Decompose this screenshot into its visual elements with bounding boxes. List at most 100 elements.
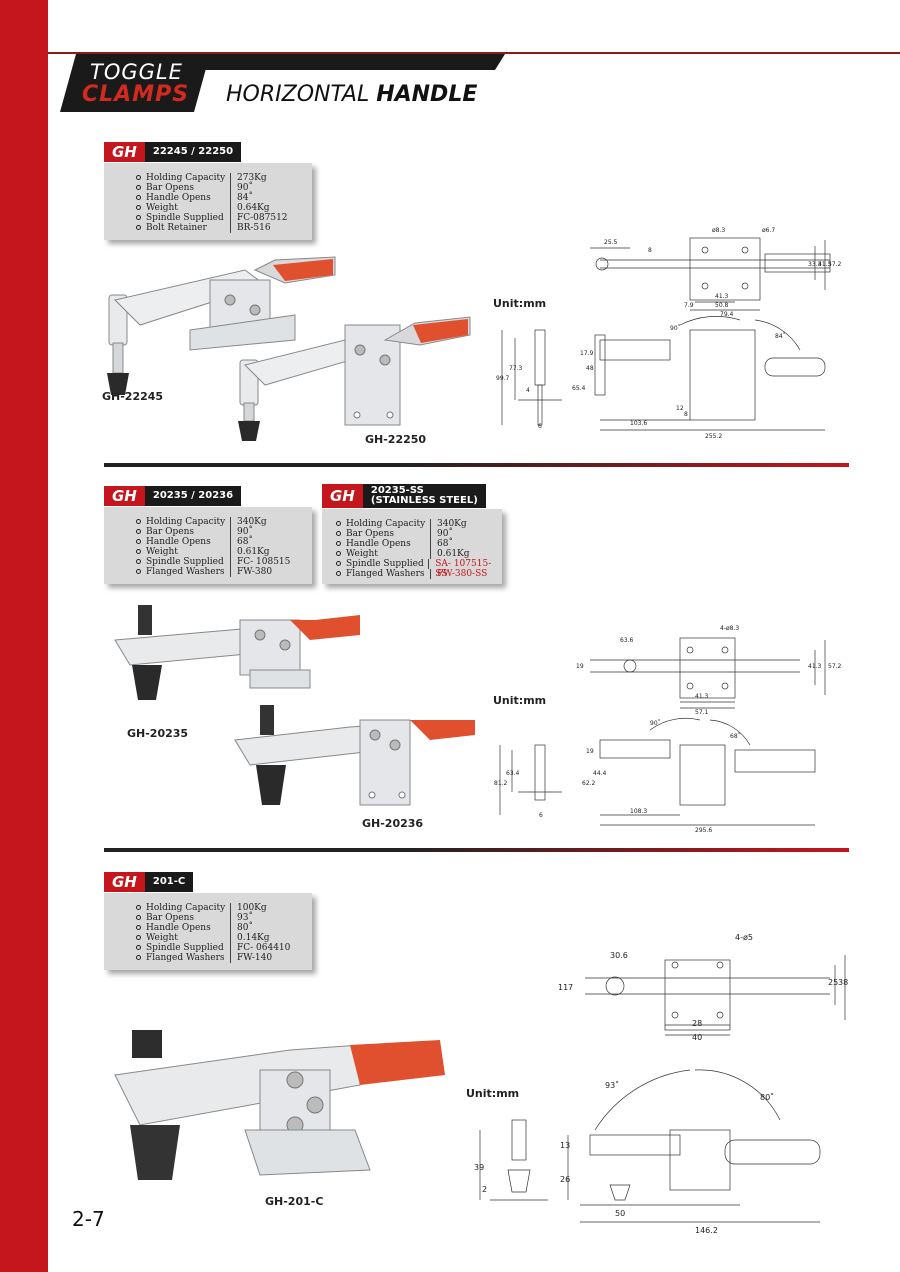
dimension-label: 6: [538, 423, 542, 430]
gh-badge: GH: [104, 872, 145, 892]
dimension-label: 57.1: [695, 709, 709, 716]
spec-value: FW-380: [230, 567, 272, 577]
dimension-label: 33.3: [808, 261, 822, 268]
spec-label: Handle Opens: [334, 539, 430, 549]
dimension-label: 8: [684, 411, 688, 418]
product-photo: [114, 605, 475, 806]
dimension-label: 4-ø5: [735, 933, 753, 942]
dimension-label: 8: [648, 247, 652, 254]
spec-label: Holding Capacity: [134, 517, 230, 527]
spec-value: FC- 064410: [230, 943, 290, 953]
dimension-label: 2: [482, 1185, 487, 1194]
spec-value: 273Kg: [230, 173, 267, 183]
spec-value: 90˚: [230, 183, 253, 193]
spec-value: 90˚: [430, 529, 453, 539]
spec-value: FC- 108515: [230, 557, 290, 567]
spec-value: FW-140: [230, 953, 272, 963]
dimension-label: 44.4: [593, 770, 607, 777]
spec-label: Flanged Washers: [134, 953, 230, 963]
spec-value: 68˚: [230, 537, 253, 547]
dimension-label: 84˚: [775, 333, 786, 340]
unit-label: Unit:mm: [493, 297, 547, 310]
dimension-label: 48: [586, 365, 594, 372]
dimension-label: 19: [576, 663, 584, 670]
product-caption: GH-201-C: [265, 1195, 324, 1208]
dimension-label: 63.4: [506, 770, 520, 777]
dimension-label: 28: [692, 1019, 702, 1028]
spec-value: SA- 107515-SS: [428, 559, 502, 579]
header-strip: [205, 54, 505, 70]
gh-badge: GH: [104, 486, 145, 506]
dimension-label: 90˚: [650, 720, 661, 727]
spec-label: Handle Opens: [134, 923, 230, 933]
dimension-label: ø8.3: [712, 227, 725, 234]
spec-value: 340Kg: [430, 519, 467, 529]
spec-label: Spindle Supplied: [334, 559, 428, 569]
spec-value: 340Kg: [230, 517, 267, 527]
spec-label: Spindle Supplied: [134, 943, 230, 953]
spec-label: Holding Capacity: [334, 519, 430, 529]
dimension-label: 11: [558, 983, 568, 992]
dimension-label: 77.3: [509, 365, 523, 372]
spec-label: Bar Opens: [134, 183, 230, 193]
dimension-label: 7: [568, 983, 573, 992]
spec-label: Flanged Washers: [134, 567, 230, 577]
dimension-label: 63.6: [620, 637, 634, 644]
dimension-label: 26: [560, 1175, 570, 1184]
product-caption: GH-20235: [127, 727, 189, 740]
dimension-label: 65.4: [572, 385, 586, 392]
dimension-label: 90˚: [670, 325, 681, 332]
brand-ribbon: [60, 54, 210, 112]
product-caption: GH-20236: [362, 817, 424, 830]
dimension-label: 17.9: [580, 350, 594, 357]
section-divider: [104, 463, 849, 467]
spec-label: Bar Opens: [134, 527, 230, 537]
dimension-label: 255.2: [705, 433, 722, 440]
spec-value: 0.61Kg: [230, 547, 270, 557]
spec-label: Handle Opens: [134, 537, 230, 547]
dimension-label: 108.3: [630, 808, 647, 815]
dimension-label: 41.3: [808, 663, 822, 670]
dimension-label: 68˚: [730, 733, 741, 740]
model-tag: GH 22245 / 22250: [104, 142, 242, 162]
dimension-label: 50: [615, 1209, 625, 1218]
top-rule: [48, 52, 900, 54]
spec-value: BR-516: [230, 223, 271, 233]
spec-label: Bar Opens: [134, 913, 230, 923]
spec-value: 0.61Kg: [430, 549, 470, 559]
dimension-label: 30.6: [610, 951, 628, 960]
spec-value: 0.14Kg: [230, 933, 270, 943]
spec-value: 93˚: [230, 913, 253, 923]
technical-drawing: 30.6 4-ø5 11 7 28 40 25 38 39 2 50 146.2…: [474, 933, 848, 1235]
gh-badge: GH: [322, 484, 363, 508]
unit-label: Unit:mm: [493, 694, 547, 707]
dimension-label: 7.9: [684, 302, 694, 309]
product-caption: GH-22245: [102, 390, 164, 403]
model-number: 20235 / 20236: [144, 486, 242, 506]
spec-label: Bar Opens: [334, 529, 430, 539]
page-title: HORIZONTAL HANDLE: [226, 82, 478, 107]
technical-drawing: 63.6 4-ø8.3 19 41.3 57.1 41.3 57.2 81.2 …: [494, 625, 842, 834]
